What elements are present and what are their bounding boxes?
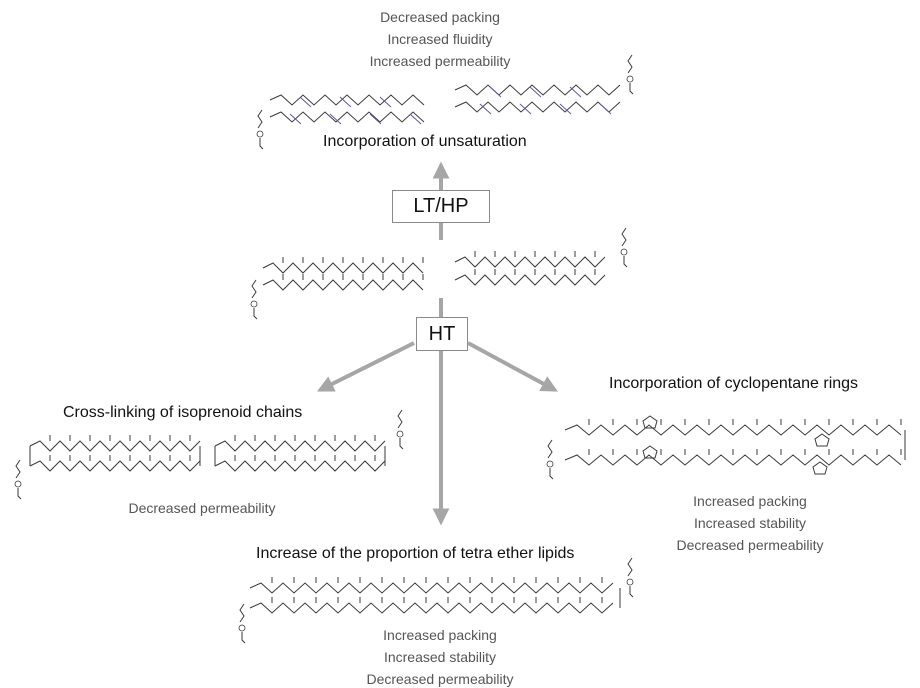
condition-box-high: HT [416, 317, 468, 351]
condition-box-low: LT/HP [392, 190, 490, 223]
right-chain-bottom [564, 454, 902, 466]
top-left-chain-1-double-bond [379, 96, 392, 108]
bottom-chain-bottom [249, 602, 614, 614]
top-right-chain-2 [454, 101, 621, 113]
center-right-headgroup-tail [623, 256, 628, 268]
top-effect-1: Decreased packing [380, 9, 500, 25]
arrow-to-cyclopentane [467, 341, 558, 392]
left-macrocycle-1-bottom [29, 460, 201, 472]
right-chain-top [564, 424, 902, 436]
left-effects: Decreased permeability [102, 497, 302, 519]
top-left-chain-2-double-bond [289, 113, 302, 125]
top-right-chain-2-double-bond [519, 103, 532, 115]
cyclopentane-ring-3 [642, 445, 658, 459]
bottom-right-headgroup-tail [629, 586, 634, 598]
arrow-to-cross-linking [316, 341, 415, 392]
bottom-effects: Increased packing Increased stability De… [340, 624, 540, 688]
bottom-chain-top [249, 582, 614, 594]
center-right-headgroup [621, 227, 627, 247]
left-macrocycle-1-headgroup-tail [17, 488, 22, 500]
top-left-chain-2-double-bond [329, 113, 342, 125]
bottom-left-headgroup [239, 603, 245, 623]
left-macrocycle-2-bottom [214, 460, 386, 472]
top-right-headgroup [627, 54, 633, 74]
top-effect-3: Increased permeability [369, 53, 511, 69]
top-right-chain-1-double-bond [489, 86, 502, 98]
right-headgroup-tail [549, 468, 554, 480]
top-left-headgroup-phosphate [256, 130, 264, 138]
center-right-chain-1 [454, 256, 606, 268]
right-effect-2: Increased stability [693, 515, 807, 531]
top-left-chain-1-double-bond [299, 96, 312, 108]
top-right-chain-2-double-bond [479, 103, 492, 115]
bottom-right-headgroup-phosphate [626, 578, 634, 586]
center-left-headgroup-phosphate [250, 300, 258, 308]
left-effect-1: Decreased permeability [128, 500, 276, 516]
top-left-chain-1 [269, 94, 425, 106]
right-headgroup [547, 439, 553, 459]
center-left-headgroup [251, 279, 257, 299]
top-left-chain-1-double-bond [339, 96, 352, 108]
bottom-right-headgroup [627, 557, 633, 577]
cyclopentane-ring-2 [814, 433, 830, 447]
bottom-left-headgroup-phosphate [238, 624, 246, 632]
top-effects: Decreased packing Increased fluidity Inc… [340, 6, 540, 72]
right-effects: Increased packing Increased stability De… [650, 490, 850, 556]
top-right-headgroup-phosphate [626, 75, 634, 83]
bottom-left-headgroup-tail [241, 632, 246, 644]
left-macrocycle-1-top [29, 440, 201, 452]
left-macrocycle-2-headgroup-tail [399, 438, 404, 450]
center-left-chain-2 [262, 279, 424, 291]
left-macrocycle-1-headgroup-phosphate [14, 480, 22, 488]
right-effect-3: Decreased permeability [676, 537, 824, 553]
top-left-chain-2-double-bond [369, 113, 382, 125]
cyclopentane-ring-1 [642, 415, 658, 429]
left-macrocycle-1-headgroup [15, 459, 21, 479]
top-title: Incorporation of unsaturation [323, 133, 527, 150]
left-macrocycle-2-headgroup-phosphate [396, 430, 404, 438]
top-right-chain-1-double-bond [569, 86, 582, 98]
top-right-chain-2-double-bond [559, 103, 572, 115]
top-right-chain-1-double-bond [529, 86, 542, 98]
left-macrocycle-2-headgroup [397, 409, 403, 429]
bottom-effect-3: Decreased permeability [366, 671, 514, 687]
right-title: Incorporation of cyclopentane rings [609, 375, 859, 392]
top-left-headgroup [257, 109, 263, 129]
center-right-chain-2 [454, 274, 606, 286]
right-headgroup-phosphate [546, 460, 554, 468]
bottom-effect-1: Increased packing [383, 627, 497, 643]
center-right-headgroup-phosphate [620, 248, 628, 256]
left-title: Cross-linking of isoprenoid chains [63, 404, 303, 421]
top-left-headgroup-tail [259, 138, 264, 150]
top-right-chain-1 [454, 84, 621, 96]
left-macrocycle-2-top [214, 440, 386, 452]
top-effect-2: Increased fluidity [387, 31, 493, 47]
bottom-effect-2: Increased stability [383, 649, 497, 665]
center-left-chain-1 [262, 262, 424, 274]
bottom-title: Increase of the proportion of tetra ethe… [256, 545, 575, 562]
right-effect-1: Increased packing [693, 493, 807, 509]
top-left-chain-2-double-bond [409, 113, 422, 125]
top-right-headgroup-tail [629, 83, 634, 95]
top-right-chain-2-double-bond [599, 103, 612, 115]
center-left-headgroup-tail [253, 308, 258, 320]
cyclopentane-ring-4 [812, 461, 828, 475]
